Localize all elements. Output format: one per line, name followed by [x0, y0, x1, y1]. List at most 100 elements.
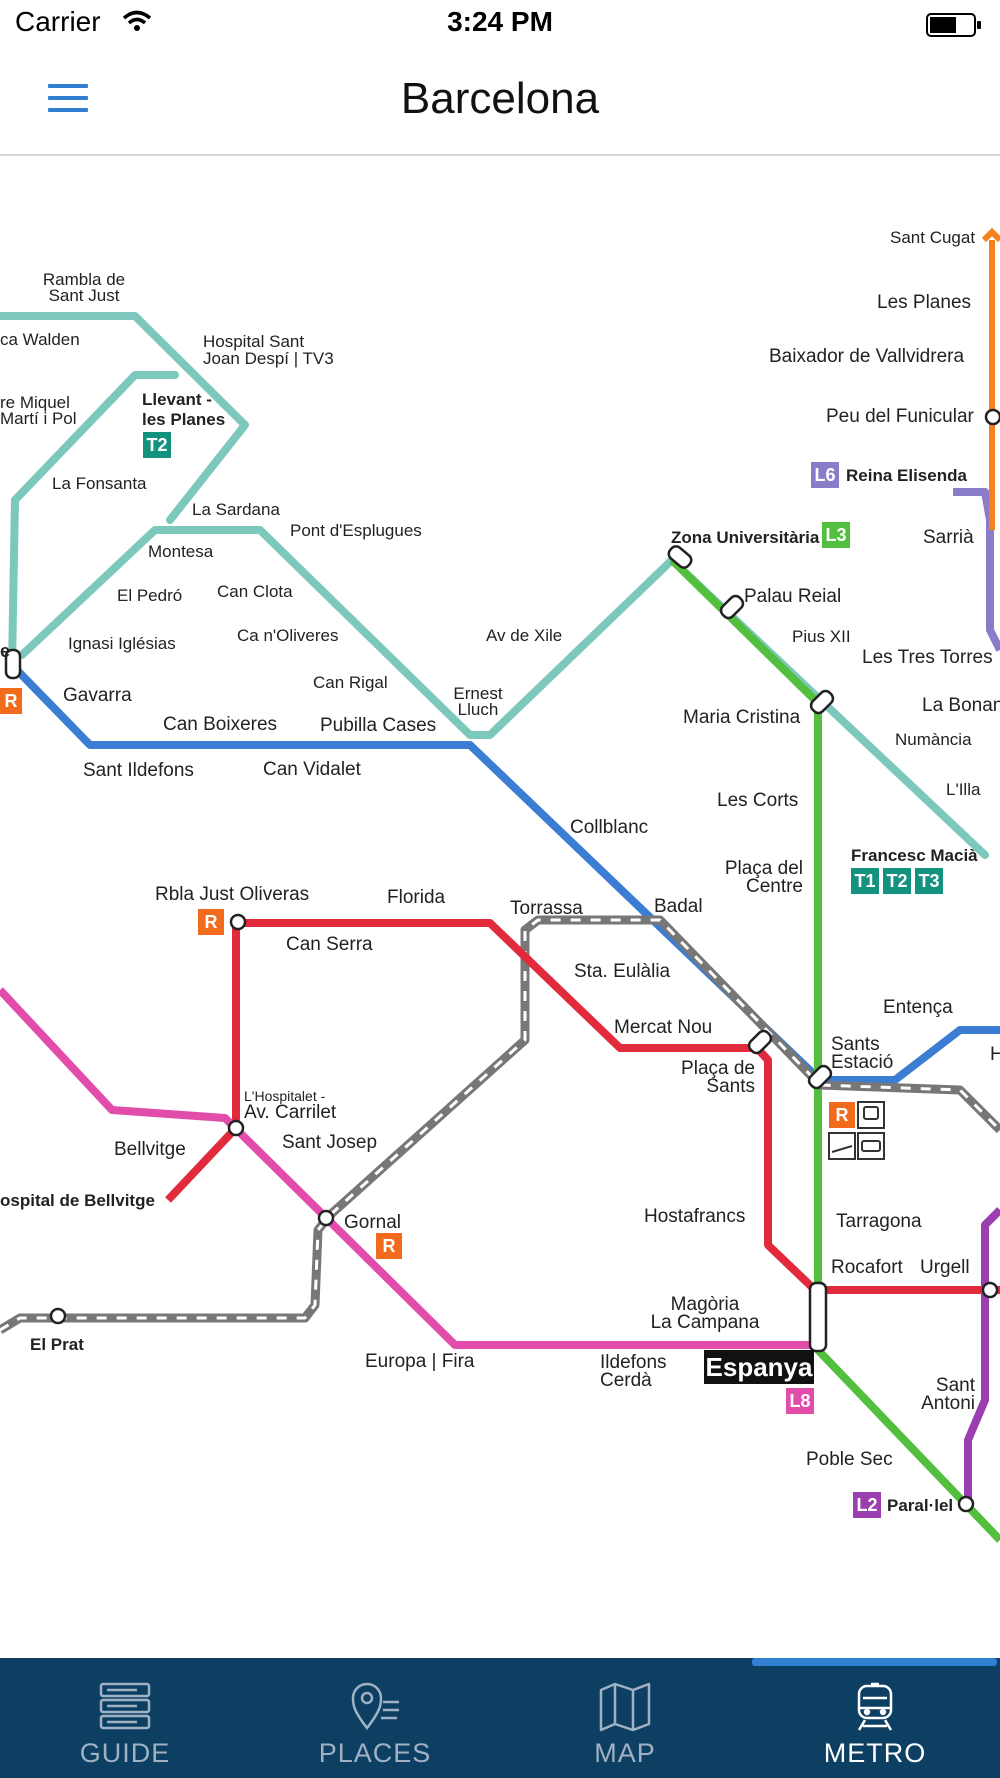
interchange-marker[interactable]	[747, 1029, 774, 1056]
station-label[interactable]: Hostafrancs	[644, 1206, 745, 1227]
station-label[interactable]: Entença	[883, 997, 953, 1018]
line-badges: T2 L3 L6 T1 T2 T3 L8 L2 R R R R	[0, 432, 943, 1518]
station-label[interactable]: L'Illa	[946, 780, 981, 799]
badge-l2	[853, 1492, 881, 1518]
station-label[interactable]: Sant Ildefons	[83, 760, 194, 781]
badge-l3-label: L3	[825, 525, 846, 545]
tab-bar: GUIDE PLACES MAP METRO	[0, 1658, 1000, 1778]
station-label[interactable]: La Sardana	[192, 500, 280, 519]
station-label[interactable]: Zona Universitària	[671, 528, 820, 547]
station-label[interactable]: Ignasi Iglésias	[68, 634, 176, 653]
tab-metro-label: METRO	[823, 1738, 927, 1768]
station-label[interactable]: Numància	[895, 730, 972, 749]
station-label[interactable]: Les Planes	[877, 292, 971, 313]
station-label[interactable]: La Fonsanta	[52, 474, 147, 493]
station-label-line: Centre	[746, 876, 803, 897]
station-label[interactable]: Can Boixeres	[163, 714, 277, 735]
interchange-marker[interactable]	[808, 1281, 828, 1353]
station-label[interactable]: Francesc Macià	[851, 846, 978, 865]
station-label[interactable]: Can Clota	[217, 582, 293, 601]
station-label[interactable]: Les Tres Torres	[862, 647, 993, 668]
station-label[interactable]: Reina Elisenda	[846, 466, 967, 485]
station-label[interactable]: ospital de Bellvitge	[0, 1191, 155, 1210]
station-label[interactable]: Ca n'Oliveres	[237, 626, 339, 645]
badge-renfe-label: R	[5, 691, 18, 711]
station-label[interactable]: Av. Carrilet	[244, 1102, 337, 1123]
station-label[interactable]: Torrassa	[510, 898, 583, 919]
station-label[interactable]: Sta. Eulàlia	[574, 961, 671, 982]
station-label[interactable]: Collblanc	[570, 817, 648, 838]
station-label[interactable]: Tarragona	[836, 1211, 922, 1232]
interchange-marker[interactable]	[4, 648, 22, 680]
interchange-marker[interactable]	[984, 408, 1000, 426]
tab-places[interactable]: PLACES	[250, 1658, 500, 1778]
station-label[interactable]: Can Rigal	[313, 673, 388, 692]
interchange-marker[interactable]	[229, 913, 247, 931]
station-label[interactable]: H	[990, 1044, 1000, 1065]
station-label[interactable]: Pius XII	[792, 627, 851, 646]
map-icon	[599, 1682, 651, 1732]
station-label[interactable]: Poble Sec	[806, 1449, 893, 1470]
interchange-marker[interactable]	[317, 1209, 335, 1227]
hamburger-menu-icon[interactable]	[48, 84, 88, 116]
interchange-marker[interactable]	[809, 689, 836, 716]
station-label[interactable]: Europa | Fira	[365, 1351, 475, 1372]
station-label[interactable]: Pubilla Cases	[320, 715, 436, 736]
station-label[interactable]: Sarrià	[923, 527, 974, 548]
station-label-espanya[interactable]: Espanya	[706, 1352, 813, 1382]
interchange-marker[interactable]	[227, 1119, 245, 1137]
station-label[interactable]: Florida	[387, 887, 446, 908]
station-label[interactable]: Sant Josep	[282, 1132, 377, 1153]
interchange-marker[interactable]	[49, 1307, 67, 1325]
station-label[interactable]: Av de Xile	[486, 626, 562, 645]
station-label[interactable]: Urgell	[920, 1257, 970, 1278]
station-label[interactable]: Bellvitge	[114, 1139, 186, 1160]
station-label[interactable]: L'Hospitalet -	[244, 1088, 326, 1104]
station-label[interactable]: Baixador de Vallvidrera	[769, 346, 964, 367]
station-label[interactable]: Pont d'Esplugues	[290, 521, 422, 540]
interchange-marker[interactable]	[719, 594, 746, 621]
station-label-line: Magòria	[671, 1294, 740, 1315]
tab-map[interactable]: MAP	[500, 1658, 750, 1778]
tab-guide[interactable]: GUIDE	[0, 1658, 250, 1778]
station-label[interactable]: Paral·lel	[887, 1496, 953, 1515]
station-label[interactable]: e	[0, 641, 10, 661]
station-label[interactable]: Gavarra	[63, 685, 132, 706]
interchange-marker[interactable]	[807, 1064, 834, 1091]
interchange-marker[interactable]	[981, 1281, 999, 1299]
station-label[interactable]: Palau Reial	[744, 586, 841, 607]
station-label[interactable]: Rbla Just Oliveras	[155, 884, 309, 905]
station-label[interactable]: Can Serra	[286, 934, 373, 955]
station-label[interactable]: Rocafort	[831, 1257, 904, 1278]
station-label[interactable]: Montesa	[148, 542, 214, 561]
station-label[interactable]: El Pedró	[117, 586, 182, 605]
station-label[interactable]: Badal	[654, 896, 703, 917]
interchange-marker[interactable]	[957, 1495, 975, 1513]
station-label[interactable]: La Bonan	[922, 695, 1000, 716]
station-label[interactable]: Maria Cristina	[683, 707, 801, 728]
station-label[interactable]: Sant Cugat	[890, 228, 975, 247]
tab-metro[interactable]: METRO	[750, 1658, 1000, 1778]
station-label[interactable]: Llevant -les Planes	[142, 390, 225, 429]
interchange-marker[interactable]	[666, 544, 693, 570]
station-label[interactable]: Can Vidalet	[263, 759, 362, 780]
tab-places-label: PLACES	[318, 1738, 432, 1768]
station-label[interactable]: Les Corts	[717, 790, 798, 811]
station-label[interactable]: ca Walden	[0, 330, 80, 349]
station-label[interactable]: Gornal	[344, 1212, 401, 1233]
station-label[interactable]: Mercat Nou	[614, 1017, 712, 1038]
station-label[interactable]: Peu del Funicular	[826, 406, 975, 427]
station-label[interactable]: El Prat	[30, 1335, 84, 1354]
